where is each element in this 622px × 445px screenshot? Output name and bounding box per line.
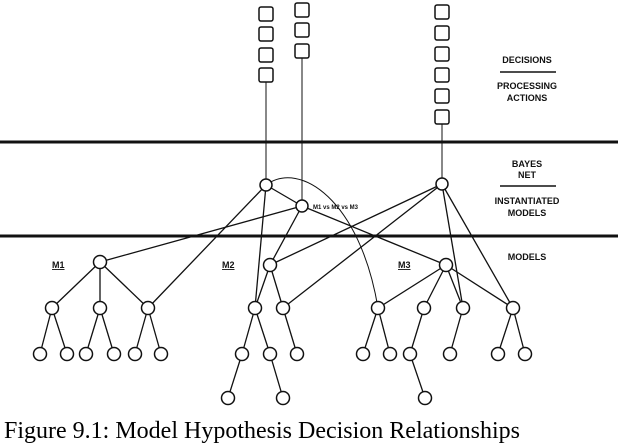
decision-node — [258, 6, 274, 22]
hypothesis-node-label: M1 vs M2 vs M3 — [313, 205, 359, 211]
decision-node — [258, 26, 274, 42]
label-bayes: BAYES — [512, 159, 542, 169]
edge — [497, 307, 514, 355]
edge — [377, 307, 391, 355]
model-node — [59, 346, 75, 362]
edge — [449, 307, 464, 355]
model-node — [275, 300, 291, 316]
model-node — [455, 300, 471, 316]
model-node — [370, 300, 386, 316]
label-net: NET — [518, 170, 537, 180]
model-node — [416, 300, 432, 316]
model-node — [78, 346, 94, 362]
edge — [377, 264, 447, 309]
edge — [265, 184, 303, 207]
model-node — [275, 390, 291, 406]
model-label-m1: M1 — [52, 260, 65, 270]
model-node — [289, 346, 305, 362]
model-node — [262, 257, 278, 273]
model-node — [382, 346, 398, 362]
figure-caption: Figure 9.1: Model Hypothesis Decision Re… — [4, 418, 520, 444]
model-node — [262, 346, 278, 362]
edge — [39, 307, 53, 355]
bayes-net-node — [435, 177, 449, 191]
bayes-net-node — [259, 178, 273, 192]
edge — [282, 183, 443, 309]
edge — [99, 307, 115, 355]
decision-node — [294, 2, 310, 18]
edge — [512, 307, 526, 355]
model-node — [140, 300, 156, 316]
model-label-m2: M2 — [222, 260, 235, 270]
edge — [134, 307, 149, 355]
bayes-net-node — [295, 199, 309, 213]
model-node — [44, 300, 60, 316]
label-models: MODELS — [508, 252, 547, 262]
decision-node — [294, 43, 310, 59]
model-node — [505, 300, 521, 316]
model-node — [442, 346, 458, 362]
decision-node — [434, 67, 450, 83]
edge — [409, 307, 425, 355]
model-node — [153, 346, 169, 362]
model-node — [92, 300, 108, 316]
edge — [445, 264, 464, 309]
edge — [85, 307, 101, 355]
edge — [147, 184, 267, 309]
edge — [269, 264, 284, 309]
edge — [269, 353, 284, 399]
decision-node — [294, 22, 310, 38]
edge — [254, 307, 271, 355]
label-decisions: DECISIONS — [502, 55, 552, 65]
edge — [99, 205, 303, 263]
model-node — [220, 390, 236, 406]
edge — [51, 261, 101, 309]
arc-edge — [265, 177, 379, 309]
edge — [409, 353, 426, 399]
model-node — [32, 346, 48, 362]
edge — [147, 307, 162, 355]
model-label-m3: M3 — [398, 260, 411, 270]
label-processing: PROCESSING — [497, 81, 557, 91]
model-node — [355, 346, 371, 362]
label-models-inst: MODELS — [508, 208, 547, 218]
model-node — [517, 346, 533, 362]
label-instantiated: INSTANTIATED — [495, 196, 560, 206]
edge — [241, 307, 256, 355]
model-node — [438, 257, 454, 273]
model-node — [417, 390, 433, 406]
edge — [441, 183, 514, 309]
decision-node — [258, 47, 274, 63]
decision-node — [434, 109, 450, 125]
model-node — [106, 346, 122, 362]
decision-node — [434, 88, 450, 104]
decision-node — [434, 46, 450, 62]
decision-node — [258, 67, 274, 83]
edge — [423, 264, 447, 309]
edge — [269, 183, 443, 266]
model-node — [402, 346, 418, 362]
label-actions: ACTIONS — [507, 93, 548, 103]
model-node — [234, 346, 250, 362]
edge — [254, 184, 267, 309]
edge — [362, 307, 379, 355]
edge — [445, 264, 514, 309]
edge — [282, 307, 298, 355]
model-node — [92, 254, 108, 270]
model-node — [490, 346, 506, 362]
edge — [51, 307, 68, 355]
model-node — [247, 300, 263, 316]
edge — [99, 261, 149, 309]
edge — [441, 183, 464, 309]
edge — [254, 264, 271, 309]
decision-node — [434, 4, 450, 20]
model-node — [127, 346, 143, 362]
decision-node — [434, 25, 450, 41]
edge — [227, 353, 243, 399]
